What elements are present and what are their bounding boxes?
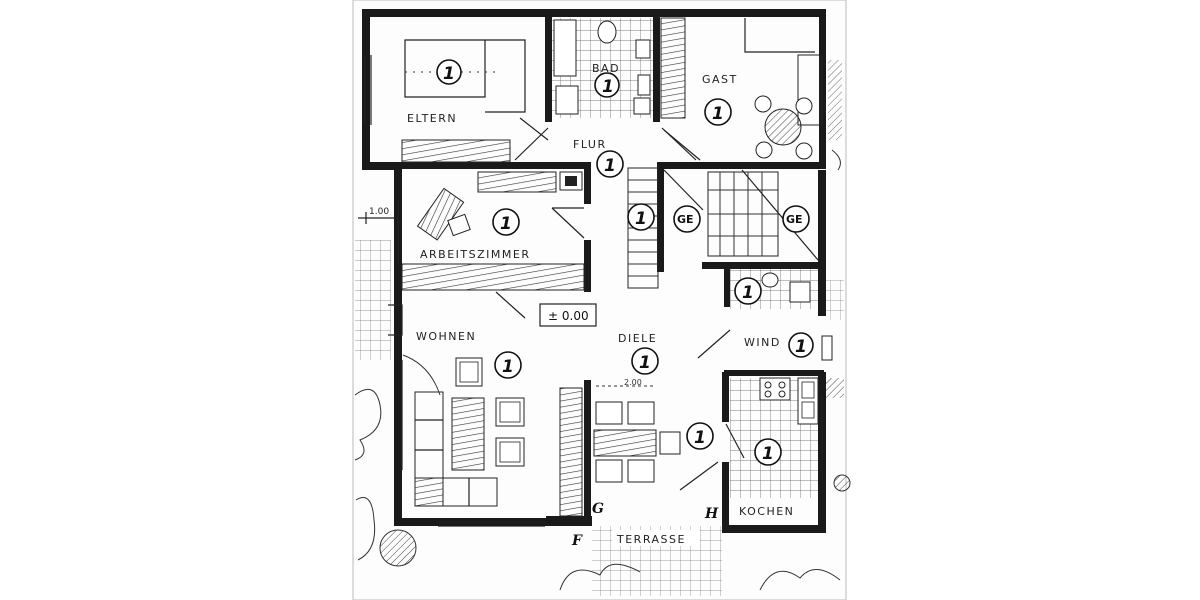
svg-text:1: 1: [742, 283, 754, 303]
room-label-eltern: ELTERN: [407, 112, 457, 125]
room-label-kochen: KOCHEN: [739, 505, 794, 518]
room-label-terrasse: TERRASSE: [616, 533, 686, 546]
room-mark-wc: 1: [734, 277, 762, 305]
section-letter-g: G: [592, 501, 604, 517]
svg-text:1: 1: [602, 77, 614, 97]
room-label-flur: FLUR: [573, 138, 607, 151]
room-mark-diele: 1: [631, 347, 659, 375]
room-label-arbeitszimmer: ARBEITSZIMMER: [420, 248, 530, 261]
room-mark-flur: 1: [596, 150, 624, 178]
svg-text:1: 1: [712, 104, 724, 124]
room-mark-gast: 1: [704, 98, 732, 126]
svg-text:1: 1: [443, 64, 455, 84]
room-label-gast: GAST: [702, 73, 738, 86]
level-marker: ± 0.00: [539, 303, 597, 327]
site-right: [826, 60, 851, 492]
svg-text:1: 1: [502, 357, 514, 377]
room-eltern: ELTERN 1: [401, 39, 549, 163]
room-flur: FLUR 1: [514, 127, 697, 178]
room-arbeitszimmer: ARBEITSZIMMER 1: [401, 171, 585, 291]
room-diele: 2.00 DIELE 1 1: [593, 332, 745, 491]
section-markers: F G H: [571, 501, 719, 549]
svg-text:GE: GE: [786, 213, 803, 226]
svg-text:1: 1: [604, 156, 616, 176]
room-wc: 1: [730, 269, 818, 309]
section-letter-h: H: [704, 506, 719, 522]
svg-text:1: 1: [500, 214, 512, 234]
svg-text:1: 1: [762, 444, 774, 464]
room-mark-wind: 1: [788, 332, 814, 358]
room-mark-eltern: 1: [436, 59, 462, 85]
room-mark-bad: 1: [594, 72, 620, 98]
room-label-bad: BAD: [592, 62, 620, 75]
svg-text:1: 1: [694, 428, 706, 448]
room-label-wohnen: WOHNEN: [416, 330, 476, 343]
room-mark-wohnen: 1: [494, 351, 522, 379]
svg-text:1: 1: [635, 209, 647, 229]
dimension-label: 1.00: [369, 207, 389, 217]
room-mark-diele-2: 1: [686, 422, 714, 450]
room-mark-stair: 1: [627, 203, 655, 231]
level-label: ± 0.00: [548, 309, 589, 323]
stair-mark-left: GE: [673, 205, 701, 233]
room-mark-arbeitszimmer: 1: [492, 208, 520, 236]
windows: [364, 55, 823, 527]
room-bad: BAD 1: [552, 18, 653, 118]
room-label-diele: DIELE: [618, 332, 657, 345]
site-left: 1.00: [354, 207, 417, 567]
svg-text:1: 1: [795, 337, 807, 357]
room-mark-kochen: 1: [754, 438, 782, 466]
svg-text:GE: GE: [677, 213, 694, 226]
room-wind: WIND 1: [697, 329, 833, 361]
svg-text:1: 1: [639, 353, 651, 373]
sub-level-label: 2.00: [624, 378, 642, 387]
room-label-wind: WIND: [744, 336, 781, 349]
staircase: 1 GE GE: [627, 167, 819, 289]
terrace: TERRASSE: [559, 526, 841, 596]
stair-mark-right: GE: [782, 205, 810, 233]
section-letter-f: F: [571, 533, 583, 549]
room-wohnen: WOHNEN 1 ± 0.00: [388, 291, 597, 517]
room-kochen: KOCHEN 1: [730, 377, 819, 518]
